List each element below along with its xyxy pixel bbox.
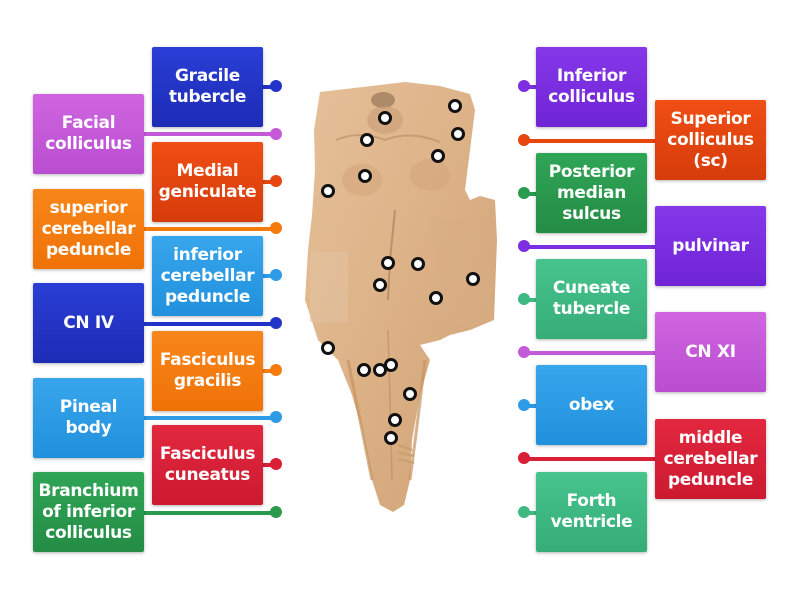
leader-dot [270,317,282,329]
drop-target-pin[interactable] [321,184,335,198]
leader-line [524,245,658,249]
label-text: Cuneate tubercle [552,278,631,319]
leader-line [263,463,275,467]
leader-line [263,369,275,373]
leader-line [144,322,276,326]
drop-target-pin[interactable] [384,431,398,445]
drop-target-pin[interactable] [358,169,372,183]
label-middle-cerebellar-peduncle[interactable]: middle cerebellar peduncle [655,419,766,499]
label-text: CN IV [63,312,114,333]
leader-line [263,180,275,184]
label-facial-colliculus[interactable]: Facial colliculus [33,94,144,174]
leader-dot [518,134,530,146]
leader-dot [518,452,530,464]
label-pineal-body[interactable]: Pineal body [33,378,144,458]
leader-dot [270,411,282,423]
leader-line [524,298,538,302]
label-text: middle cerebellar peduncle [663,427,758,490]
label-text: Facial colliculus [45,113,132,154]
leader-line [524,404,538,408]
label-inferior-cerebellar-peduncle[interactable]: inferior cerebellar peduncle [152,236,263,316]
leader-dot [270,269,282,281]
drop-target-pin[interactable] [360,133,374,147]
drop-target-pin[interactable] [448,99,462,113]
leader-dot [270,364,282,376]
leader-dot [518,187,530,199]
leader-dot [518,399,530,411]
label-gracile-tubercle[interactable]: Gracile tubercle [152,47,263,127]
leader-line [144,511,276,515]
leader-dot [270,506,282,518]
label-text: Gracile tubercle [168,66,247,107]
drop-target-pin[interactable] [381,256,395,270]
leader-line [524,457,658,461]
drop-target-pin[interactable] [431,149,445,163]
label-cn-iv[interactable]: CN IV [33,283,144,363]
leader-line [144,416,276,420]
label-superior-cerebellar-peduncle[interactable]: superior cerebellar peduncle [33,189,144,269]
leader-line [524,85,538,89]
label-inferior-colliculus[interactable]: Inferior colliculus [536,47,647,127]
drop-target-pin[interactable] [384,358,398,372]
leader-line [144,227,276,231]
label-text: Inferior colliculus [548,66,635,107]
leader-line [524,192,538,196]
label-superior-colliculus[interactable]: Superior colliculus (sc) [655,100,766,180]
drop-target-pin[interactable] [403,387,417,401]
label-text: Fasciculus gracilis [159,350,256,391]
label-text: Pineal body [59,397,118,438]
label-branchium-of-inferior-colliculus[interactable]: Branchium of inferior colliculus [33,472,144,552]
leader-dot [270,128,282,140]
leader-dot [518,506,530,518]
drop-target-pin[interactable] [466,272,480,286]
leader-line [524,351,658,355]
drop-target-pin[interactable] [378,111,392,125]
leader-dot [270,458,282,470]
label-text: Forth ventricle [550,491,633,532]
drop-target-pin[interactable] [388,413,402,427]
label-pulvinar[interactable]: pulvinar [655,206,766,286]
drop-target-pin[interactable] [411,257,425,271]
label-cn-xi[interactable]: CN XI [655,312,766,392]
leader-dot [270,80,282,92]
label-text: obex [568,394,615,415]
leader-line [263,274,275,278]
label-forth-ventricle[interactable]: Forth ventricle [536,472,647,552]
leader-dot [270,222,282,234]
label-text: pulvinar [672,235,749,256]
leader-line [524,511,538,515]
leader-line [144,132,276,136]
label-obex[interactable]: obex [536,365,647,445]
leader-dot [270,175,282,187]
label-text: Fasciculus cuneatus [159,444,256,485]
label-medial-geniculate[interactable]: Medial geniculate [152,142,263,222]
label-fasciculus-cuneatus[interactable]: Fasciculus cuneatus [152,425,263,505]
drop-target-pin[interactable] [321,341,335,355]
label-text: superior cerebellar peduncle [41,197,136,260]
drop-target-pin[interactable] [429,291,443,305]
leader-dot [518,346,530,358]
drop-target-pin[interactable] [373,278,387,292]
label-text: Posterior median sulcus [548,161,635,224]
leader-line [524,139,658,143]
label-fasciculus-gracilis[interactable]: Fasciculus gracilis [152,331,263,411]
label-cuneate-tubercle[interactable]: Cuneate tubercle [536,259,647,339]
leader-dot [518,240,530,252]
drop-target-pin[interactable] [357,363,371,377]
label-text: CN XI [685,341,736,362]
leader-dot [518,80,530,92]
label-text: Medial geniculate [158,161,257,202]
label-posterior-median-sulcus[interactable]: Posterior median sulcus [536,153,647,233]
leader-line [263,85,275,89]
drop-target-pin[interactable] [451,127,465,141]
label-text: inferior cerebellar peduncle [160,244,255,307]
leader-dot [518,293,530,305]
label-text: Branchium of inferior colliculus [38,480,139,543]
label-text: Superior colliculus (sc) [667,108,754,171]
